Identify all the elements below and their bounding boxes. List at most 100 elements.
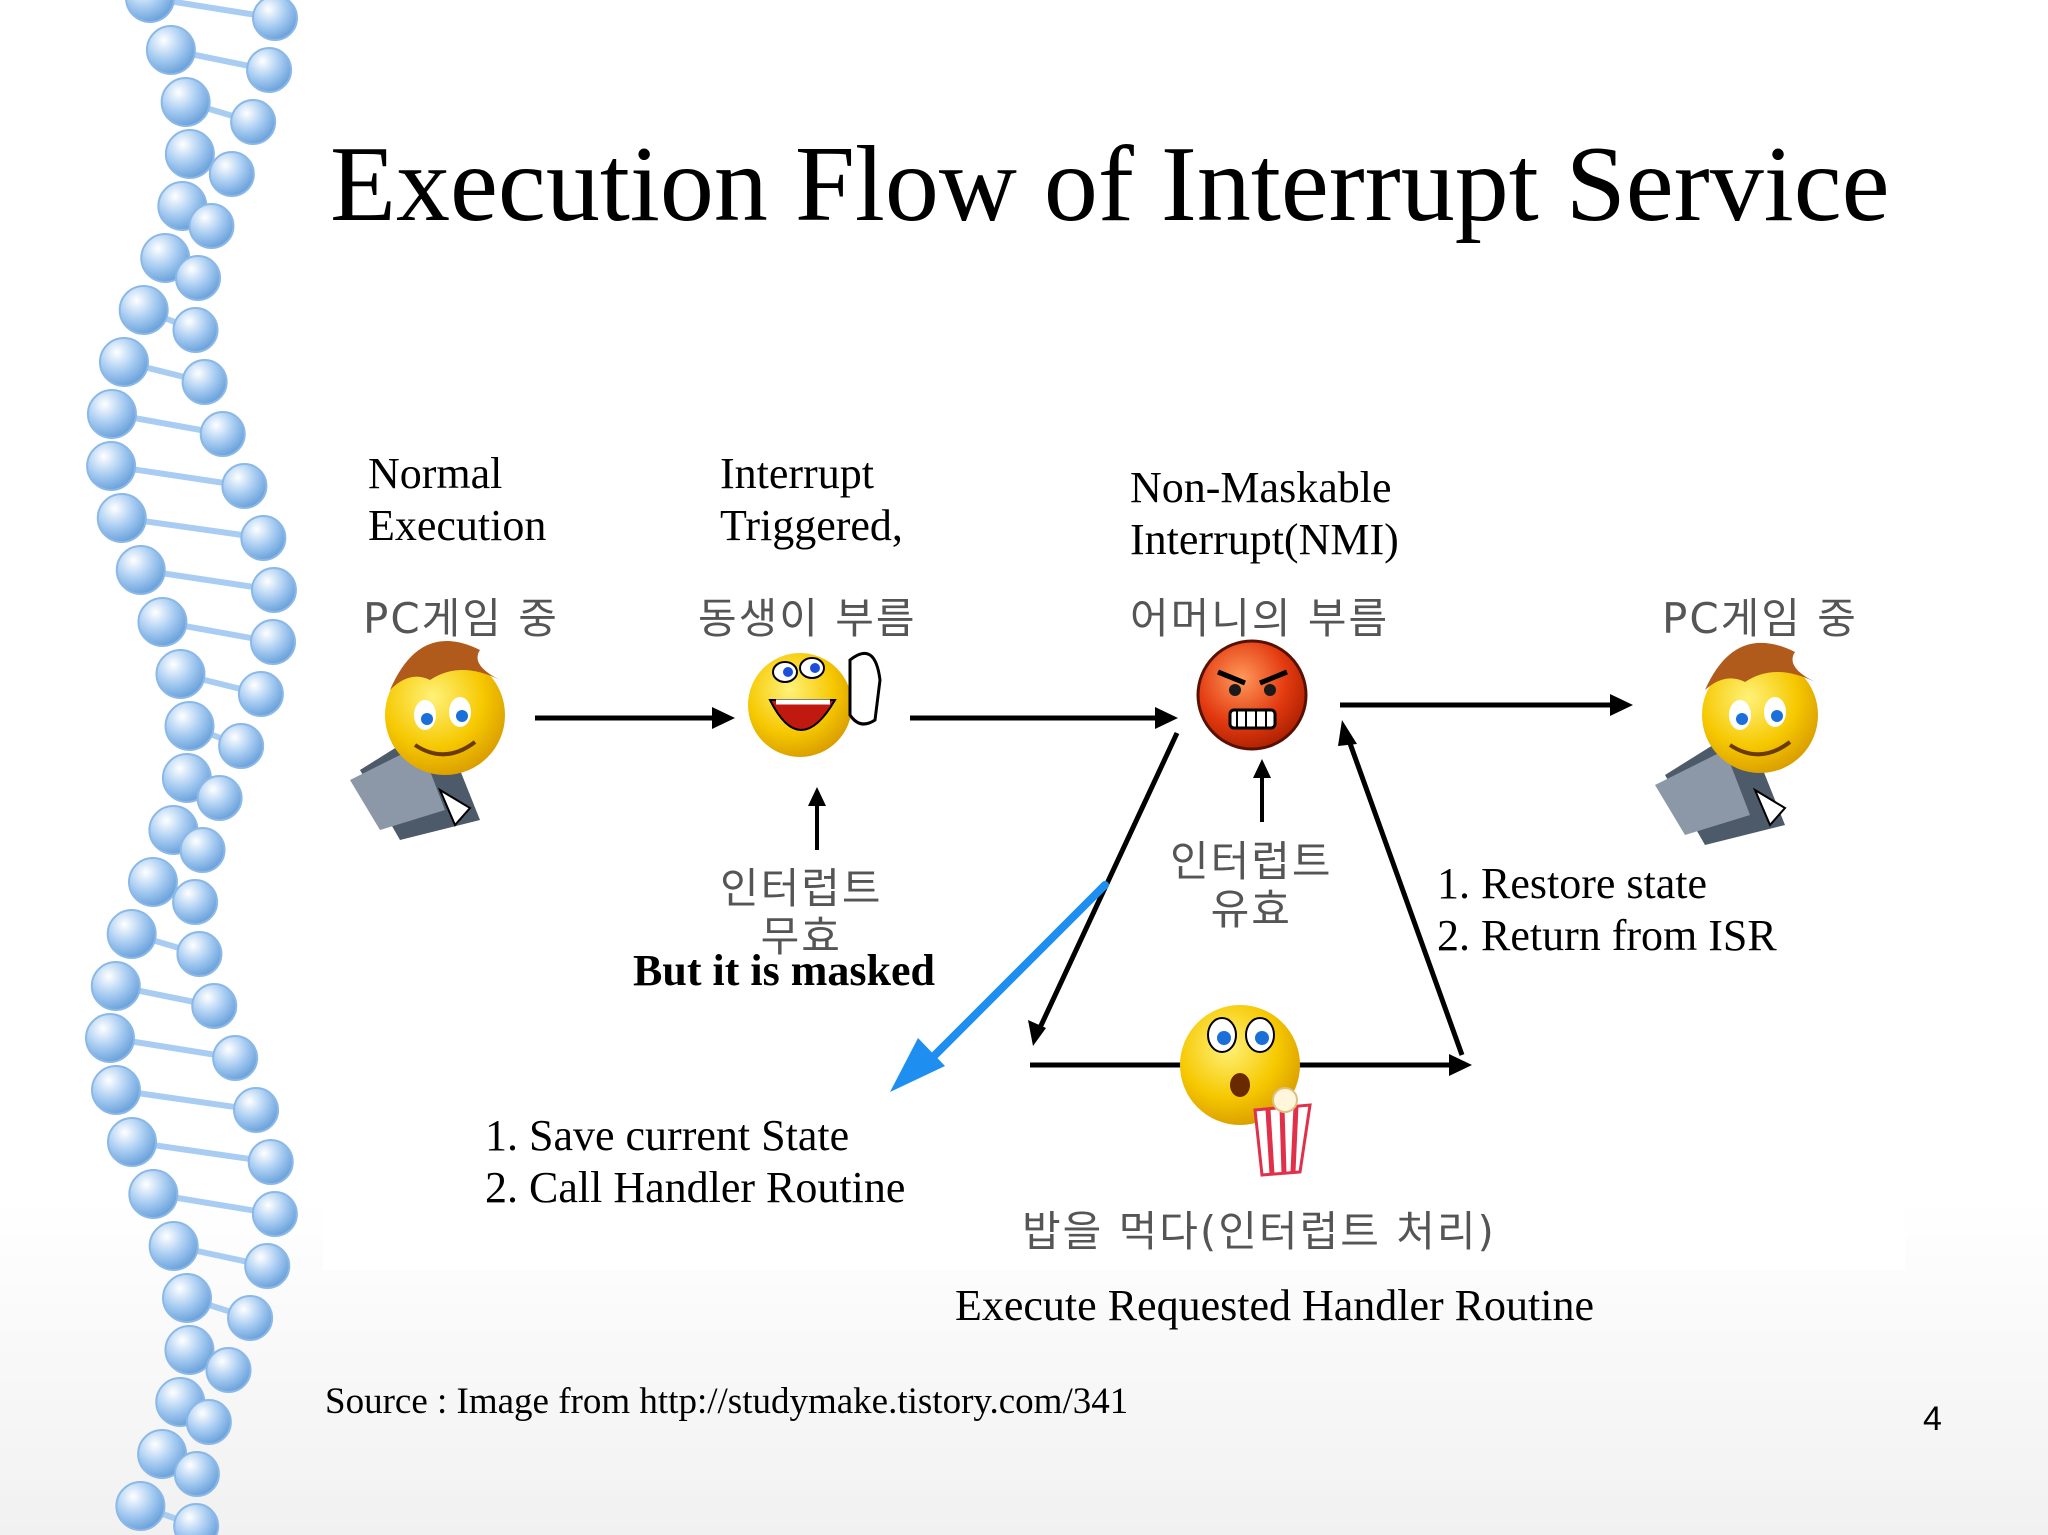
molecule-atom <box>85 1013 136 1063</box>
molecule-atom <box>86 389 137 439</box>
molecule-atom <box>145 25 196 75</box>
molecule-atom <box>237 671 284 717</box>
normal-execution-line2: Execution <box>368 501 547 550</box>
nmi-line2: Interrupt(NMI) <box>1130 515 1399 564</box>
molecule-atom <box>106 909 157 959</box>
nmi-line1: Non-Maskable <box>1130 463 1392 512</box>
molecule-atom <box>176 931 223 977</box>
molecule-atom <box>96 493 147 543</box>
source-caption: Source : Image from http://studymake.tis… <box>325 1381 1129 1422</box>
save-step-2: 2. Call Handler Routine <box>485 1163 906 1212</box>
molecule-atom <box>212 1035 259 1081</box>
angry-smiley-icon <box>1196 639 1308 751</box>
molecule-atom <box>175 255 222 301</box>
molecule-atom <box>188 203 235 249</box>
molecule-atom <box>233 1087 280 1133</box>
molecule-atom <box>251 1191 298 1237</box>
molecule-atom <box>127 857 178 907</box>
interrupt-invalid-note: 인터럽트 무효 <box>720 865 883 961</box>
molecule-atom <box>90 1065 141 1115</box>
handler-korean-label: 밥을 먹다(인터럽트 처리) <box>1022 1207 1496 1256</box>
interrupt-triggered-label: Interrupt Triggered, <box>720 448 903 552</box>
blue-arrow-icon <box>890 881 1109 1092</box>
molecule-atom <box>205 1347 252 1393</box>
molecule-atom <box>172 307 219 353</box>
molecule-atom <box>160 77 211 127</box>
handler-label: Execute Requested Handler Routine <box>955 1281 1595 1330</box>
molecule-atom <box>246 47 293 93</box>
diagram-panel <box>323 380 1905 1270</box>
molecule-atom <box>115 1481 166 1531</box>
molecule-atom <box>185 1399 232 1445</box>
molecule-atom <box>125 0 175 23</box>
save-step-1: 1. Save current State <box>485 1111 850 1160</box>
molecule-atom <box>196 775 243 821</box>
molecule-atom <box>115 545 166 595</box>
calling-smiley-icon <box>748 651 882 757</box>
molecule-atom <box>208 151 255 197</box>
molecule-atom <box>148 1221 199 1271</box>
molecule-atom <box>252 0 298 41</box>
dna-decoration <box>85 0 298 1535</box>
molecule-atom <box>227 1295 274 1341</box>
molecule-atom <box>86 441 137 491</box>
molecule-atom <box>162 1273 213 1323</box>
interrupt-invalid-line2: 무효 <box>760 912 842 961</box>
molecule-atom <box>240 515 287 561</box>
molecule-atom <box>107 1117 158 1167</box>
restore-steps: 1. Restore state 2. Return from ISR <box>1437 858 1777 962</box>
interrupt-valid-note: 인터럽트 유효 <box>1170 838 1333 934</box>
arrow-handler-return <box>1338 720 1465 1056</box>
molecule-atom <box>128 1169 179 1219</box>
molecule-atom <box>172 879 219 925</box>
molecule-atom <box>218 723 265 769</box>
stage3-korean-label: 어머니의 부름 <box>1130 594 1390 643</box>
interrupt-triggered-line1: Interrupt <box>720 449 874 498</box>
stage1-korean-label: PC게임 중 <box>363 594 559 643</box>
molecule-atom <box>137 597 188 647</box>
stage2-korean-label: 동생이 부름 <box>698 594 917 643</box>
masked-note: But it is masked <box>633 946 935 995</box>
gamer-smiley-resume-icon <box>1655 642 1818 845</box>
nmi-label: Non-Maskable Interrupt(NMI) <box>1130 462 1399 566</box>
molecule-atom <box>173 1503 220 1535</box>
arrow-triggered-to-nmi <box>910 707 1178 729</box>
molecule-atom <box>118 285 169 335</box>
interrupt-valid-line1: 인터럽트 <box>1170 837 1333 886</box>
molecule-atom <box>250 619 297 665</box>
save-steps: 1. Save current State 2. Call Handler Ro… <box>485 1110 905 1214</box>
page-number: 4 <box>1923 1400 1942 1438</box>
arrow-nmi-to-resume <box>1340 694 1633 716</box>
molecule-atom <box>164 129 215 179</box>
molecule-atom <box>90 961 141 1011</box>
molecule-atom <box>173 1451 220 1497</box>
molecule-atom <box>221 463 268 509</box>
interrupt-valid-line2: 유효 <box>1210 885 1292 934</box>
arrow-valid-note-up <box>1253 759 1271 822</box>
arrow-normal-to-triggered <box>535 707 735 729</box>
molecule-atom <box>179 827 226 873</box>
molecule-atom <box>98 337 149 387</box>
arrow-masked-note-up <box>808 787 826 850</box>
molecule-atom <box>199 411 246 457</box>
restore-step-2: 2. Return from ISR <box>1437 911 1777 960</box>
eating-smiley-icon <box>1180 1005 1312 1177</box>
interrupt-invalid-line1: 인터럽트 <box>720 864 883 913</box>
molecule-atom <box>155 649 206 699</box>
restore-step-1: 1. Restore state <box>1437 859 1708 908</box>
normal-execution-label: Normal Execution <box>368 448 546 552</box>
molecule-atom <box>250 567 297 613</box>
molecule-atom <box>244 1243 291 1289</box>
stage4-korean-label: PC게임 중 <box>1662 594 1858 643</box>
molecule-atom <box>164 1325 215 1375</box>
normal-execution-line1: Normal <box>368 449 503 498</box>
molecule-atom <box>181 359 228 405</box>
molecule-atom <box>247 1139 294 1185</box>
slide-title: Execution Flow of Interrupt Service <box>330 125 1890 244</box>
molecule-atom <box>230 99 277 145</box>
molecule-atom <box>164 701 215 751</box>
interrupt-triggered-line2: Triggered, <box>720 501 903 550</box>
gamer-smiley-icon <box>350 641 505 840</box>
molecule-atom <box>191 983 238 1029</box>
